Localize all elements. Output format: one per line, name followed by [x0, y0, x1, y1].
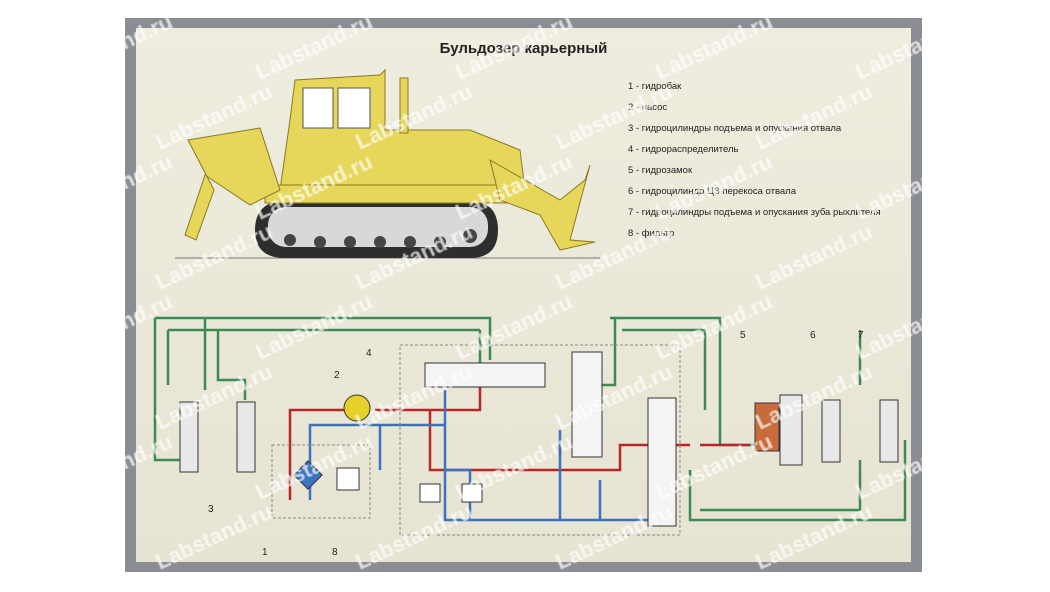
- cylinder: [779, 394, 803, 466]
- label-1: 1: [262, 547, 268, 558]
- check-valve: [461, 483, 483, 503]
- label-5: 5: [740, 330, 746, 341]
- label-8: 8: [332, 547, 338, 558]
- valve-block: [424, 362, 546, 388]
- label-7: 7: [858, 330, 864, 341]
- cylinder: [236, 401, 256, 473]
- cylinder: [879, 399, 899, 463]
- hydraulic-lock: [754, 402, 780, 452]
- components: [179, 351, 899, 527]
- label-2: 2: [334, 370, 340, 381]
- filter: [293, 460, 323, 490]
- label-4: 4: [366, 348, 372, 359]
- bulldozer-illustration: [175, 68, 600, 259]
- relief-valve: [336, 467, 360, 491]
- cylinder: [821, 399, 841, 463]
- check-valve: [419, 483, 441, 503]
- valve-block: [647, 397, 677, 527]
- label-3: 3: [208, 504, 214, 515]
- valve-block: [571, 351, 603, 458]
- cylinder: [179, 401, 199, 473]
- pump: [343, 394, 371, 422]
- label-6: 6: [810, 330, 816, 341]
